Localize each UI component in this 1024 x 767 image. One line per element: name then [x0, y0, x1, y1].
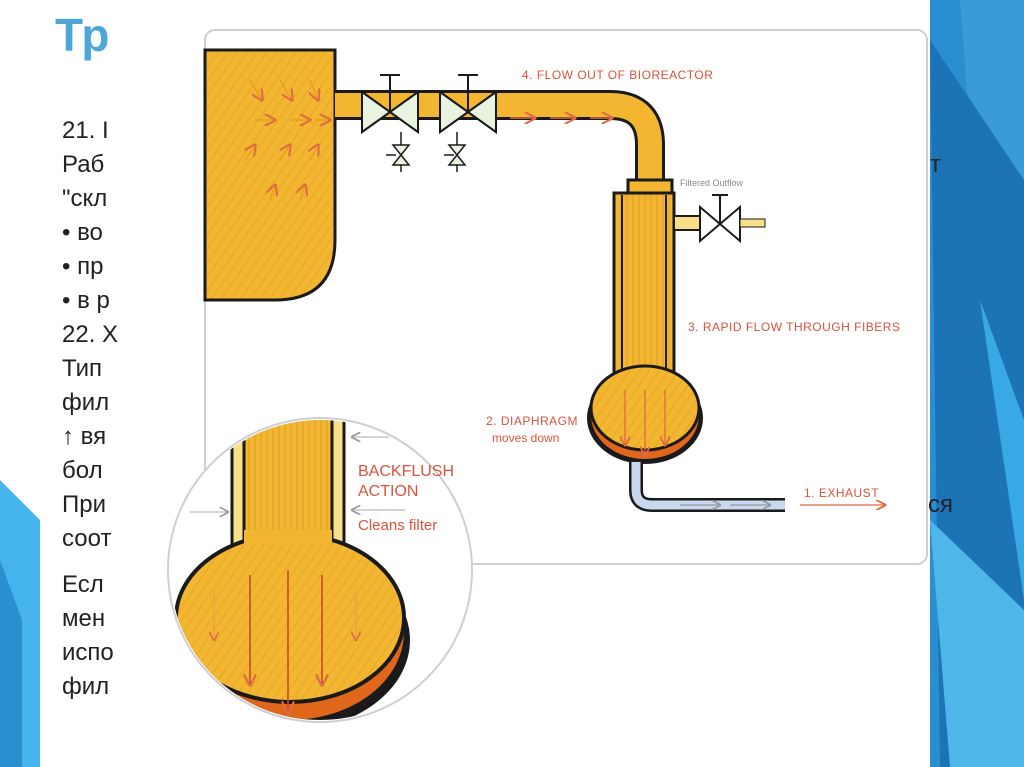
slide-text-line: соот — [62, 525, 112, 552]
valve-1 — [361, 74, 419, 172]
label-rapid-flow: 3. RAPID FLOW THROUGH FIBERS — [688, 320, 900, 334]
slide-text-line: мен — [62, 605, 106, 632]
slide-text-line: Тип — [62, 355, 103, 382]
slide-text-line: 22. Х — [62, 321, 119, 348]
slide-text-line: Раб — [62, 151, 105, 178]
bioreactor-tank — [203, 48, 337, 302]
label-exhaust: 1. EXHAUST — [804, 486, 879, 500]
slide-text-line: фил — [62, 673, 110, 700]
diaphragm-bulb — [587, 364, 703, 464]
slide-text-line: бол — [62, 457, 103, 484]
slide-text-fragment: ся — [928, 491, 953, 518]
valve-2 — [439, 74, 497, 172]
slide-title: Тр — [55, 9, 110, 61]
slide-text-line: • во — [62, 219, 103, 246]
label-filtered-outflow: Filtered Outflow — [680, 178, 744, 188]
slide-text-line: • в р — [62, 287, 110, 314]
label-backflush-action: ACTION — [358, 483, 418, 500]
label-cleans-filter: Cleans filter — [358, 517, 437, 534]
slide-text-line: "скл — [62, 185, 108, 212]
zoom-detail-circle — [167, 417, 473, 723]
slide-text-line: При — [62, 491, 107, 518]
slide-text-fragment: т — [930, 151, 941, 178]
label-flow-out: 4. FLOW OUT OF BIOREACTOR — [522, 68, 713, 82]
slide-text-line: ↑ вя — [62, 423, 107, 450]
label-backflush: BACKFLUSH — [358, 463, 454, 480]
exhaust-pipe — [629, 462, 885, 512]
slide-text-line: • пр — [62, 253, 104, 280]
slide-text-line: фил — [62, 389, 110, 416]
filter-column — [612, 178, 676, 385]
slide-text-line: испо — [62, 639, 114, 666]
label-diaphragm-sub: moves down — [492, 431, 559, 445]
filtered-outflow-pipe — [673, 194, 766, 244]
tank-flow-arrows — [245, 79, 330, 201]
slide-text-line: 21. I — [62, 117, 109, 144]
slide-text-line: Есл — [62, 571, 104, 598]
label-diaphragm: 2. DIAPHRAGM — [486, 414, 578, 428]
